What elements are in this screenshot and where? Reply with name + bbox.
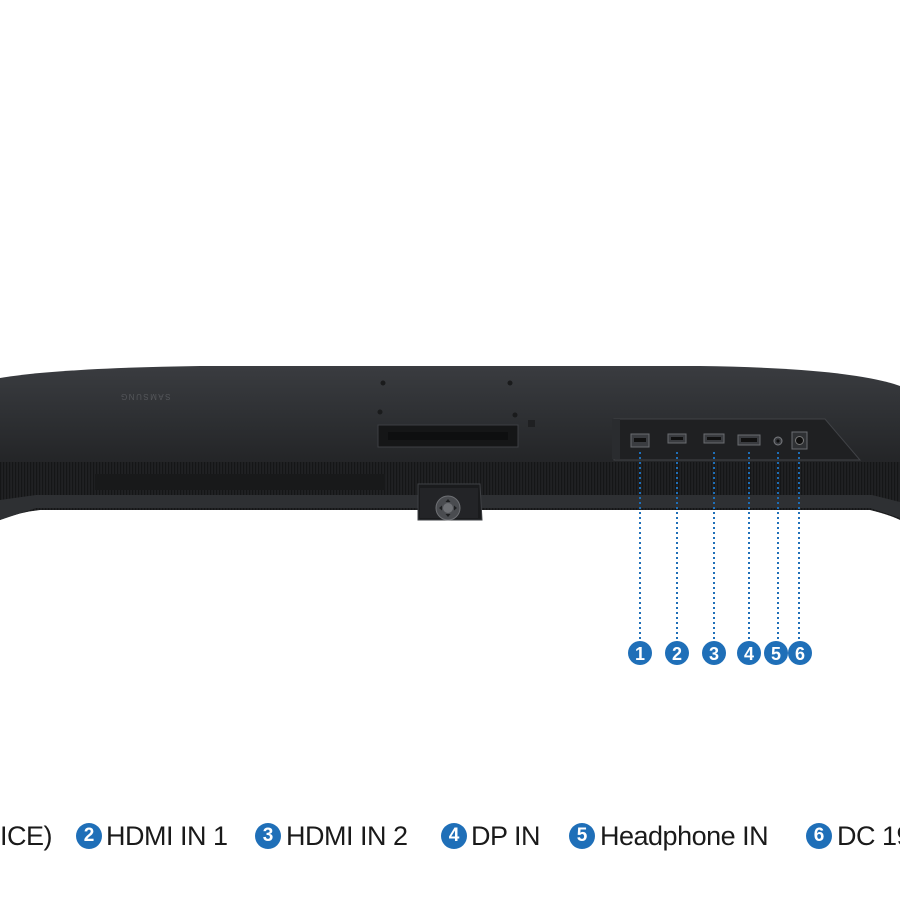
legend-badge-3: 3 xyxy=(255,823,281,849)
legend-label-hdmi-1: HDMI IN 1 xyxy=(106,821,228,851)
svg-text:3: 3 xyxy=(709,644,719,664)
callout-badge-3: 3 xyxy=(702,641,726,665)
small-slot xyxy=(528,420,535,427)
callout-lines xyxy=(639,452,800,640)
port-dp xyxy=(737,434,761,446)
svg-text:6: 6 xyxy=(795,644,805,664)
bottom-vent-panel xyxy=(95,474,385,490)
legend-label-dc: DC 19 xyxy=(837,821,900,851)
legend-label-headphone-in: Headphone IN xyxy=(600,821,769,851)
vesa-screw-hole xyxy=(377,409,383,415)
port-headphone xyxy=(773,436,783,446)
brand-logo: SAMSUNG xyxy=(120,392,171,401)
vesa-screw-hole xyxy=(512,412,518,418)
callout-badge-1: 1 xyxy=(628,641,652,665)
svg-text:1: 1 xyxy=(635,644,645,664)
svg-text:5: 5 xyxy=(771,644,781,664)
legend-label-dp-in: DP IN xyxy=(471,821,541,851)
callout-badge-4: 4 xyxy=(737,641,761,665)
port-dc xyxy=(791,431,808,450)
port-recess xyxy=(613,418,862,461)
port-hdmi-1 xyxy=(667,433,687,444)
callout-badge-2: 2 xyxy=(665,641,689,665)
vesa-screw-hole xyxy=(380,380,386,386)
svg-text:2: 2 xyxy=(672,644,682,664)
legend-label-hdmi-2: HDMI IN 2 xyxy=(286,821,408,851)
port-usb xyxy=(630,433,650,448)
legend-item-1-partial: ICE) xyxy=(0,821,53,851)
legend-badge-4: 4 xyxy=(441,823,467,849)
control-joystick-module xyxy=(417,483,483,521)
vesa-screw-hole xyxy=(507,380,513,386)
legend-badge-5: 5 xyxy=(569,823,595,849)
port-legend: ICE) 2 HDMI IN 1 3 HDMI IN 2 4 DP IN 5 H… xyxy=(0,815,900,859)
callout-badge-6: 6 xyxy=(788,641,812,665)
callout-badge-5: 5 xyxy=(764,641,788,665)
legend-badge-6: 6 xyxy=(806,823,832,849)
legend-badge-2: 2 xyxy=(76,823,102,849)
port-hdmi-2 xyxy=(703,433,725,444)
svg-text:4: 4 xyxy=(744,644,754,664)
